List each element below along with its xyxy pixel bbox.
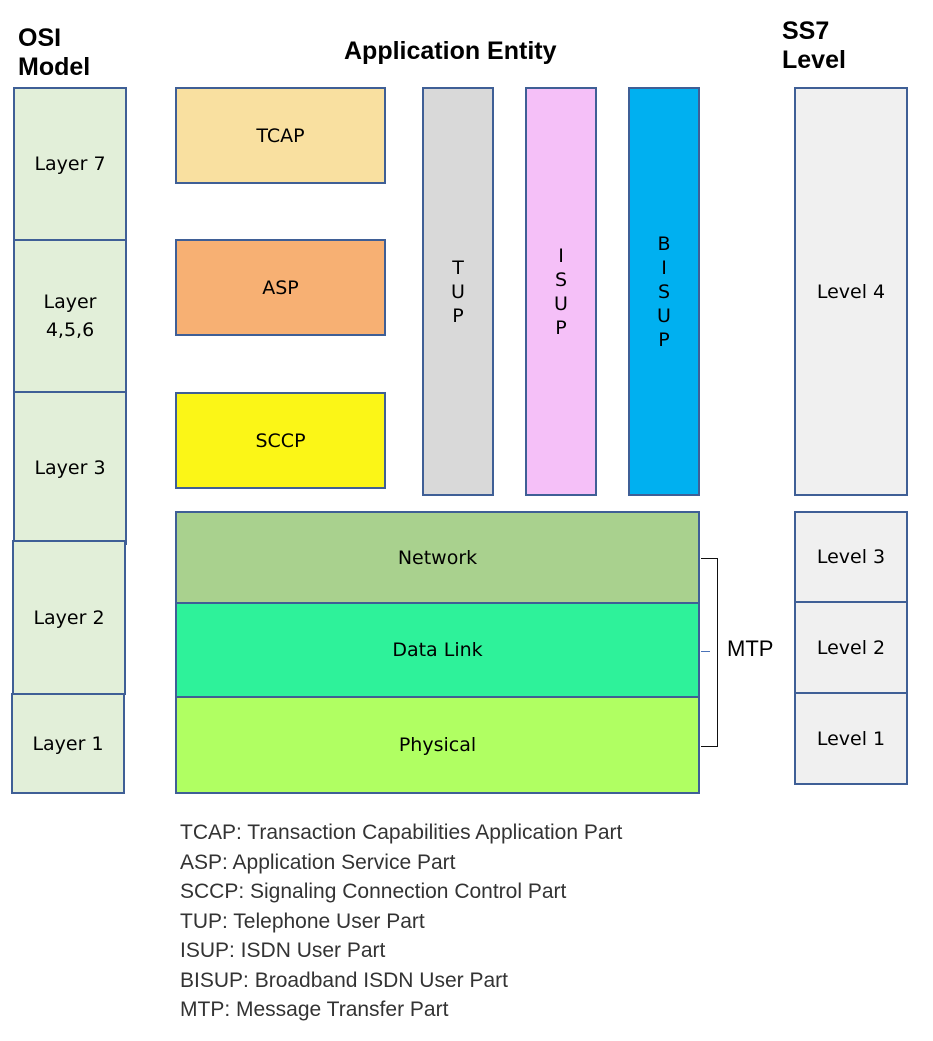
ss7-level-label: Level 3 [816, 546, 886, 568]
tup-letter: P [452, 304, 464, 327]
ss7-header-line-1: SS7 [782, 17, 830, 45]
legend-item: ISUP: ISDN User Part [180, 939, 386, 962]
osi-layer-label-line-2: 4,5,6 [45, 319, 95, 341]
bisup-letter: B [657, 232, 671, 255]
osi-layer-2: Layer 2 [12, 540, 126, 695]
bisup-letter: U [657, 304, 671, 327]
asp-block: ASP [175, 239, 386, 336]
mtp-network-layer: Network [175, 511, 700, 604]
sccp-label: SCCP [255, 429, 306, 452]
osi-layer-label: Layer 2 [33, 606, 105, 629]
ss7-level-1: Level 1 [794, 692, 908, 785]
mtp-connector-line [701, 651, 710, 652]
legend-item: TCAP: Transaction Capabilities Applicati… [180, 821, 623, 844]
tup-letter: U [451, 280, 465, 303]
mtp-physical-layer: Physical [175, 696, 700, 794]
legend-item: TUP: Telephone User Part [180, 909, 425, 933]
legend-item: MTP: Message Transfer Part [180, 998, 449, 1021]
bisup-letter: I [661, 256, 667, 279]
mtp-bracket [701, 558, 718, 747]
bisup-letter: P [658, 328, 670, 351]
isup-letter: S [554, 268, 568, 291]
bisup-letter: S [657, 280, 671, 303]
osi-layer-label: Layer 3 [34, 457, 106, 479]
tup-letter: T [452, 256, 464, 279]
legend-item: SCCP: Signaling Connection Control Part [180, 880, 567, 903]
osi-model-header: OSI Model [18, 24, 90, 82]
asp-label: ASP [262, 276, 299, 299]
isup-letter: U [554, 292, 568, 315]
ss7-level-4: Level 4 [794, 87, 908, 496]
mtp-data-link-layer: Data Link [175, 602, 700, 698]
tcap-block: TCAP [175, 87, 386, 184]
ss7-level-header: SS7 Level [782, 17, 846, 75]
application-entity-header: Application Entity [344, 37, 557, 65]
osi-header-line-2: Model [18, 53, 91, 81]
sccp-block: SCCP [175, 392, 386, 489]
tup-block: T U P [422, 87, 494, 496]
network-label: Network [397, 546, 478, 569]
legend-item: BISUP: Broadband ISDN User Part [180, 968, 508, 992]
osi-layer-label-line-1: Layer [43, 291, 97, 313]
osi-layer-label: Layer 1 [32, 732, 104, 755]
ss7-level-3: Level 3 [794, 511, 908, 603]
legend-item: ASP: Application Service Part [180, 850, 456, 874]
osi-layer-1: Layer 1 [11, 693, 125, 794]
osi-layer-label: Layer 7 [34, 153, 106, 175]
data-link-label: Data Link [392, 639, 483, 661]
ss7-level-label: Level 4 [816, 280, 886, 303]
isup-letter: P [555, 316, 567, 339]
osi-layer-3: Layer 3 [13, 391, 127, 545]
ss7-level-label: Level 1 [816, 727, 886, 750]
bisup-block: B I S U P [628, 87, 700, 496]
abbreviation-legend: TCAP: Transaction Capabilities Applicati… [180, 818, 622, 1025]
osi-header-line-1: OSI [18, 24, 62, 52]
ss7-level-label: Level 2 [816, 636, 886, 659]
tcap-label: TCAP [256, 124, 305, 147]
ss7-header-line-2: Level [782, 46, 846, 74]
osi-layer-4-5-6: Layer 4,5,6 [13, 239, 127, 393]
isup-letter: I [558, 244, 564, 267]
physical-label: Physical [398, 734, 477, 756]
isup-block: I S U P [525, 87, 597, 496]
osi-layer-7: Layer 7 [13, 87, 127, 241]
ss7-level-2: Level 2 [794, 601, 908, 694]
mtp-label: MTP [727, 636, 774, 661]
